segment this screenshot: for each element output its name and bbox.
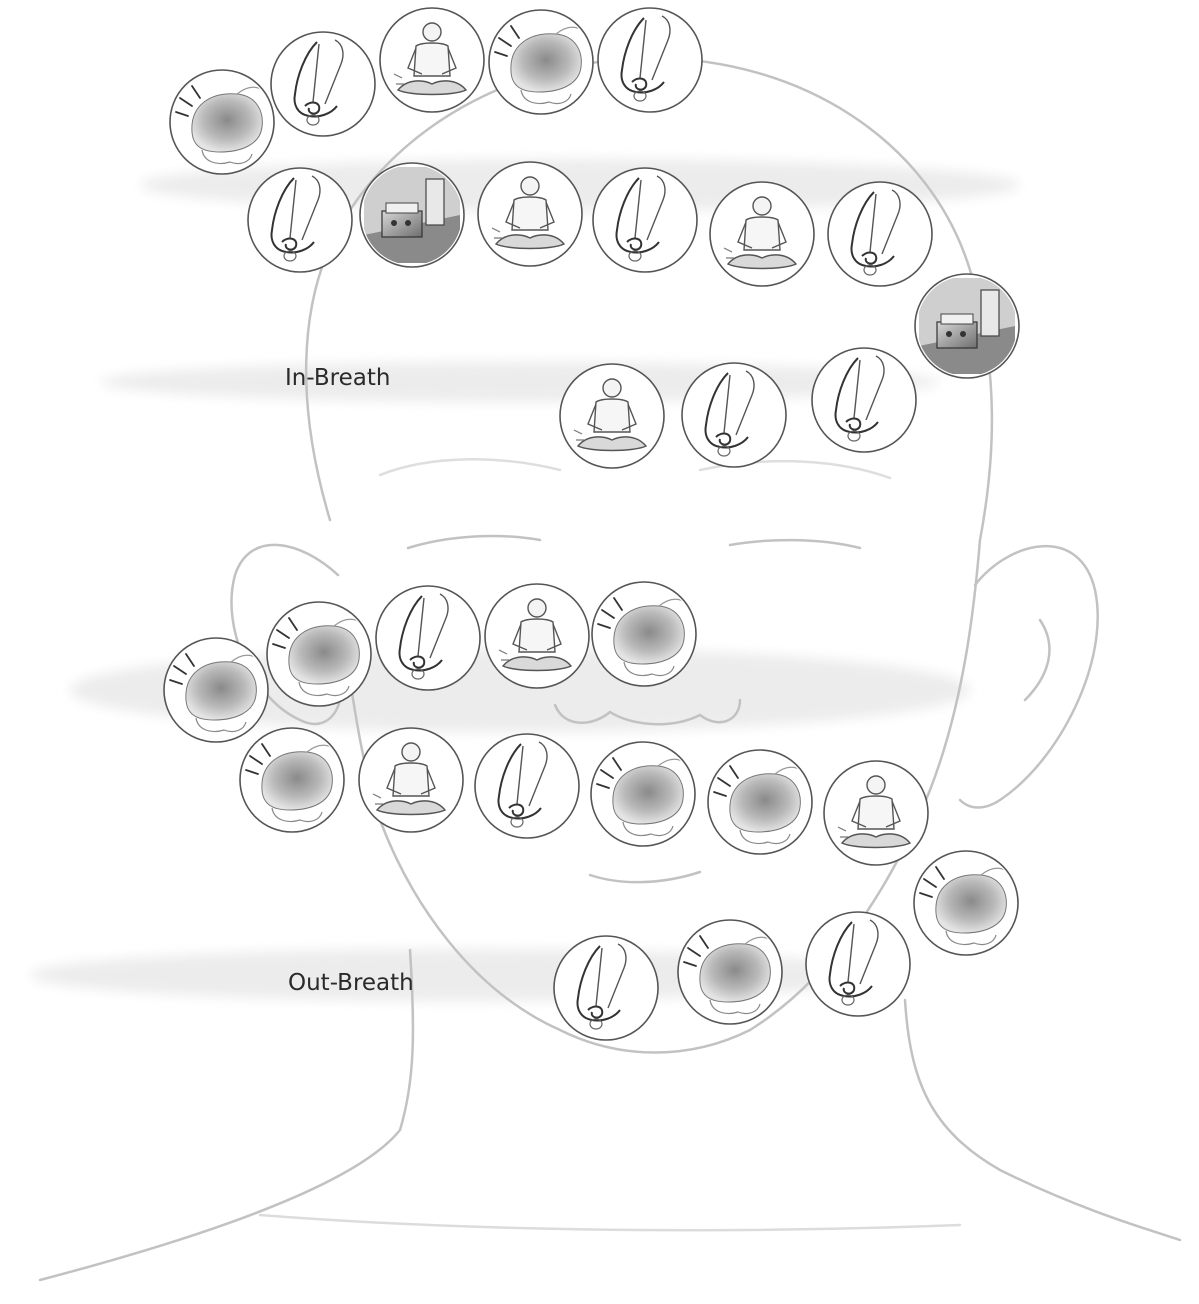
in-breath-icon-15-nose-icon <box>811 347 917 453</box>
out-breath-label: Out-Breath <box>288 970 414 996</box>
nose-bottom <box>553 698 742 726</box>
left-eye <box>406 534 542 550</box>
in-breath-icon-7-radio-sound-icon <box>359 162 465 268</box>
in-breath-icon-2-nose-icon <box>270 31 376 137</box>
in-breath-icon-9-nose-icon <box>592 167 698 273</box>
left-ear <box>230 543 342 726</box>
in-breath-icon-3-meditating-person-icon <box>379 7 485 113</box>
in-breath-icon-8-meditating-person-icon <box>477 161 583 267</box>
out-breath-icon-2-hand-touch-icon <box>266 601 372 707</box>
out-breath-icon-6-hand-touch-icon <box>239 727 345 833</box>
out-breath-icon-11-meditating-person-icon <box>823 760 929 866</box>
right-ear <box>958 545 1099 809</box>
swirl-band <box>30 949 890 1001</box>
out-breath-icon-15-nose-icon <box>805 911 911 1017</box>
in-breath-icon-6-nose-icon <box>247 167 353 273</box>
right-eye <box>728 538 862 550</box>
in-breath-icon-11-nose-icon <box>827 181 933 287</box>
out-breath-icon-10-hand-touch-icon <box>707 749 813 855</box>
brow-left <box>378 458 562 477</box>
neck-right <box>903 998 1182 1242</box>
in-breath-icon-10-meditating-person-icon <box>709 181 815 287</box>
out-breath-icon-9-hand-touch-icon <box>590 741 696 847</box>
in-breath-icon-5-nose-icon <box>597 7 703 113</box>
head-contour <box>304 56 994 1054</box>
in-breath-sequence <box>169 7 1020 469</box>
out-breath-icon-3-nose-icon <box>375 585 481 691</box>
out-breath-icon-4-meditating-person-icon <box>484 583 590 689</box>
out-breath-icon-8-nose-icon <box>474 733 580 839</box>
out-breath-icon-1-hand-touch-icon <box>163 637 269 743</box>
out-breath-sequence <box>163 581 1019 1041</box>
in-breath-icon-13-meditating-person-icon <box>559 363 665 469</box>
out-breath-icon-5-hand-touch-icon <box>591 581 697 687</box>
right-ear-inner <box>1023 618 1051 702</box>
shoulder-line <box>258 1213 962 1232</box>
in-breath-icon-1-hand-touch-icon <box>169 69 275 175</box>
in-breath-label: In-Breath <box>285 365 391 391</box>
in-breath-icon-4-hand-touch-icon <box>488 9 594 115</box>
out-breath-icon-7-meditating-person-icon <box>358 727 464 833</box>
neck-left <box>38 948 415 1282</box>
mouth <box>588 870 702 884</box>
out-breath-icon-12-hand-touch-icon <box>913 850 1019 956</box>
in-breath-icon-12-radio-sound-icon <box>914 273 1020 379</box>
out-breath-icon-14-hand-touch-icon <box>677 919 783 1025</box>
out-breath-icon-13-nose-icon <box>553 935 659 1041</box>
in-breath-icon-14-nose-icon <box>681 362 787 468</box>
